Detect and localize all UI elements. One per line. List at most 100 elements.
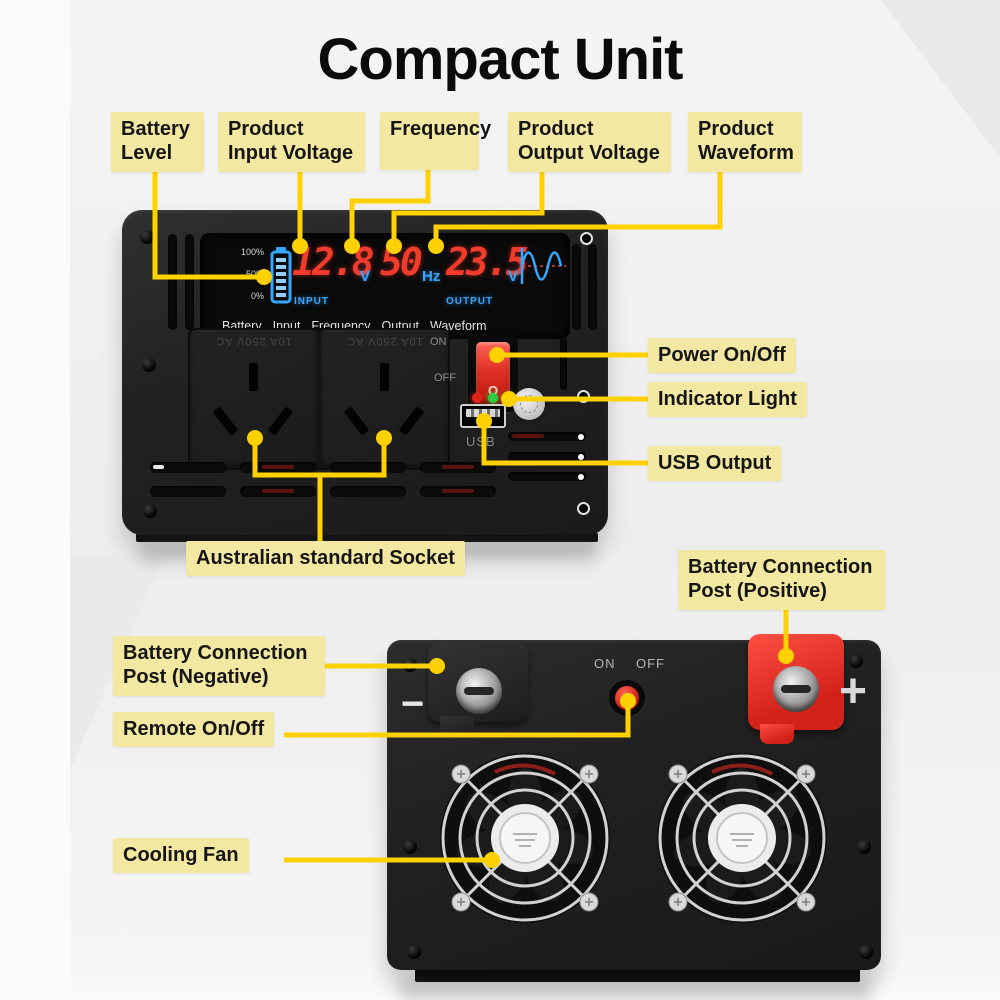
screw-icon	[143, 504, 157, 518]
remote-button	[609, 680, 645, 716]
callout-socket: Australian standard Socket	[186, 541, 465, 577]
au-socket-left: 10A 250V AC	[190, 330, 317, 468]
usb-contacts	[466, 409, 500, 417]
screw-hole-icon	[577, 390, 590, 403]
screw-icon	[403, 840, 417, 854]
switch-off-label: OFF	[434, 372, 456, 384]
positive-sign: +	[839, 665, 868, 718]
callout-cooling-fan: Cooling Fan	[113, 838, 249, 874]
front-unit-base	[136, 533, 598, 542]
vent-detail	[442, 465, 474, 469]
vent-slot	[420, 486, 496, 497]
indicator-led-red	[472, 393, 482, 403]
vent-slot	[560, 338, 567, 390]
rear-unit-reflection	[400, 982, 870, 1000]
vent-dot	[578, 453, 584, 460]
vent-slot	[150, 486, 226, 497]
lcd-display: 100% 50% 0% 12.8 V INPUT 50 Hz 23.5 V OU…	[200, 233, 570, 339]
callout-usb-output: USB Output	[648, 446, 782, 482]
negative-sign: −	[401, 682, 425, 726]
screw-icon	[403, 658, 417, 672]
vent-dot	[578, 433, 584, 440]
vent-slot	[588, 244, 597, 330]
vent-slot	[508, 472, 586, 481]
vent-detail	[512, 434, 544, 438]
output-label: OUTPUT	[446, 296, 494, 307]
bottom-vent-row	[150, 462, 496, 473]
au-socket-right: 10A 250V AC	[321, 330, 448, 468]
socket-pair: 10A 250V AC 10A 250V AC	[188, 328, 450, 470]
switch-on-label: ON	[430, 336, 447, 348]
socket-pin-slot	[267, 406, 294, 436]
frequency-unit: Hz	[422, 268, 441, 285]
vent-slot	[168, 234, 177, 330]
input-label: INPUT	[294, 296, 329, 307]
battery-percent-scale: 100% 50% 0%	[230, 248, 264, 314]
screw-icon	[407, 945, 421, 959]
callout-frequency: Frequency	[380, 112, 491, 170]
callout-battery-level: Battery Level	[111, 112, 204, 172]
screw-icon	[857, 840, 871, 854]
background-strip	[0, 0, 70, 1000]
vent-slot	[150, 462, 226, 473]
usb-port	[460, 404, 506, 428]
frequency-value: 50	[380, 240, 423, 284]
socket-pin-slot	[249, 363, 258, 391]
socket-rating-label: 10A 250V AC	[346, 335, 423, 347]
callout-post-positive: Battery Connection Post (Positive)	[678, 550, 885, 610]
socket-pin-slot	[398, 406, 425, 436]
terminal-screw	[773, 666, 819, 712]
vent-slot	[240, 486, 316, 497]
vent-slot	[572, 244, 581, 330]
indicator-led-green	[488, 393, 498, 403]
output-voltage-unit: V	[508, 268, 519, 285]
inverter-rear-view: − + ON OFF	[387, 634, 881, 970]
vent-slot	[330, 462, 406, 473]
callout-post-negative: Battery Connection Post (Negative)	[113, 636, 325, 696]
switch-o-mark: O	[487, 383, 499, 398]
callout-output-voltage: Product Output Voltage	[508, 112, 671, 172]
switch-i-mark: I	[491, 348, 495, 363]
vent-slot	[185, 234, 194, 330]
vent-detail	[262, 465, 294, 469]
screw-icon	[859, 945, 873, 959]
rear-unit-base	[415, 968, 860, 982]
vent-detail	[153, 465, 164, 469]
input-voltage-unit: V	[360, 268, 371, 285]
screw-icon	[849, 654, 863, 668]
output-voltage-value: 23.5	[446, 240, 528, 284]
callout-input-voltage: Product Input Voltage	[218, 112, 365, 172]
callout-waveform: Product Waveform	[688, 112, 802, 172]
terminal-tab	[440, 716, 474, 736]
socket-pin-slot	[212, 406, 239, 436]
vent-detail	[442, 489, 474, 493]
percent-100-label: 100%	[240, 247, 264, 257]
screw-icon	[142, 358, 156, 372]
vent-slot	[240, 462, 316, 473]
percent-50-label: 50%	[245, 269, 264, 279]
usb-port-label: USB	[466, 434, 496, 449]
vent-slot	[508, 432, 586, 441]
cooling-fan-left	[440, 753, 610, 923]
remote-off-label: OFF	[636, 656, 665, 671]
socket-rating-label: 10A 250V AC	[215, 335, 292, 347]
vent-slot	[420, 462, 496, 473]
waveform-icon	[520, 248, 566, 284]
percent-0-label: 0%	[250, 291, 264, 301]
screw-icon	[140, 230, 154, 244]
battery-post-positive	[748, 634, 844, 744]
callout-indicator-light: Indicator Light	[648, 382, 807, 418]
vent-slot	[330, 486, 406, 497]
vent-slot	[508, 452, 586, 461]
socket-pin-slot	[343, 406, 370, 436]
cooling-fan-right	[657, 753, 827, 923]
page-title: Compact Unit	[317, 27, 684, 92]
terminal-screw	[456, 668, 502, 714]
terminal-tab	[760, 724, 794, 744]
screw-hole-icon	[577, 502, 590, 515]
vent-detail	[262, 489, 294, 493]
qc-sticker	[513, 388, 545, 420]
socket-pin-slot	[380, 363, 389, 391]
battery-post-negative	[428, 642, 528, 736]
